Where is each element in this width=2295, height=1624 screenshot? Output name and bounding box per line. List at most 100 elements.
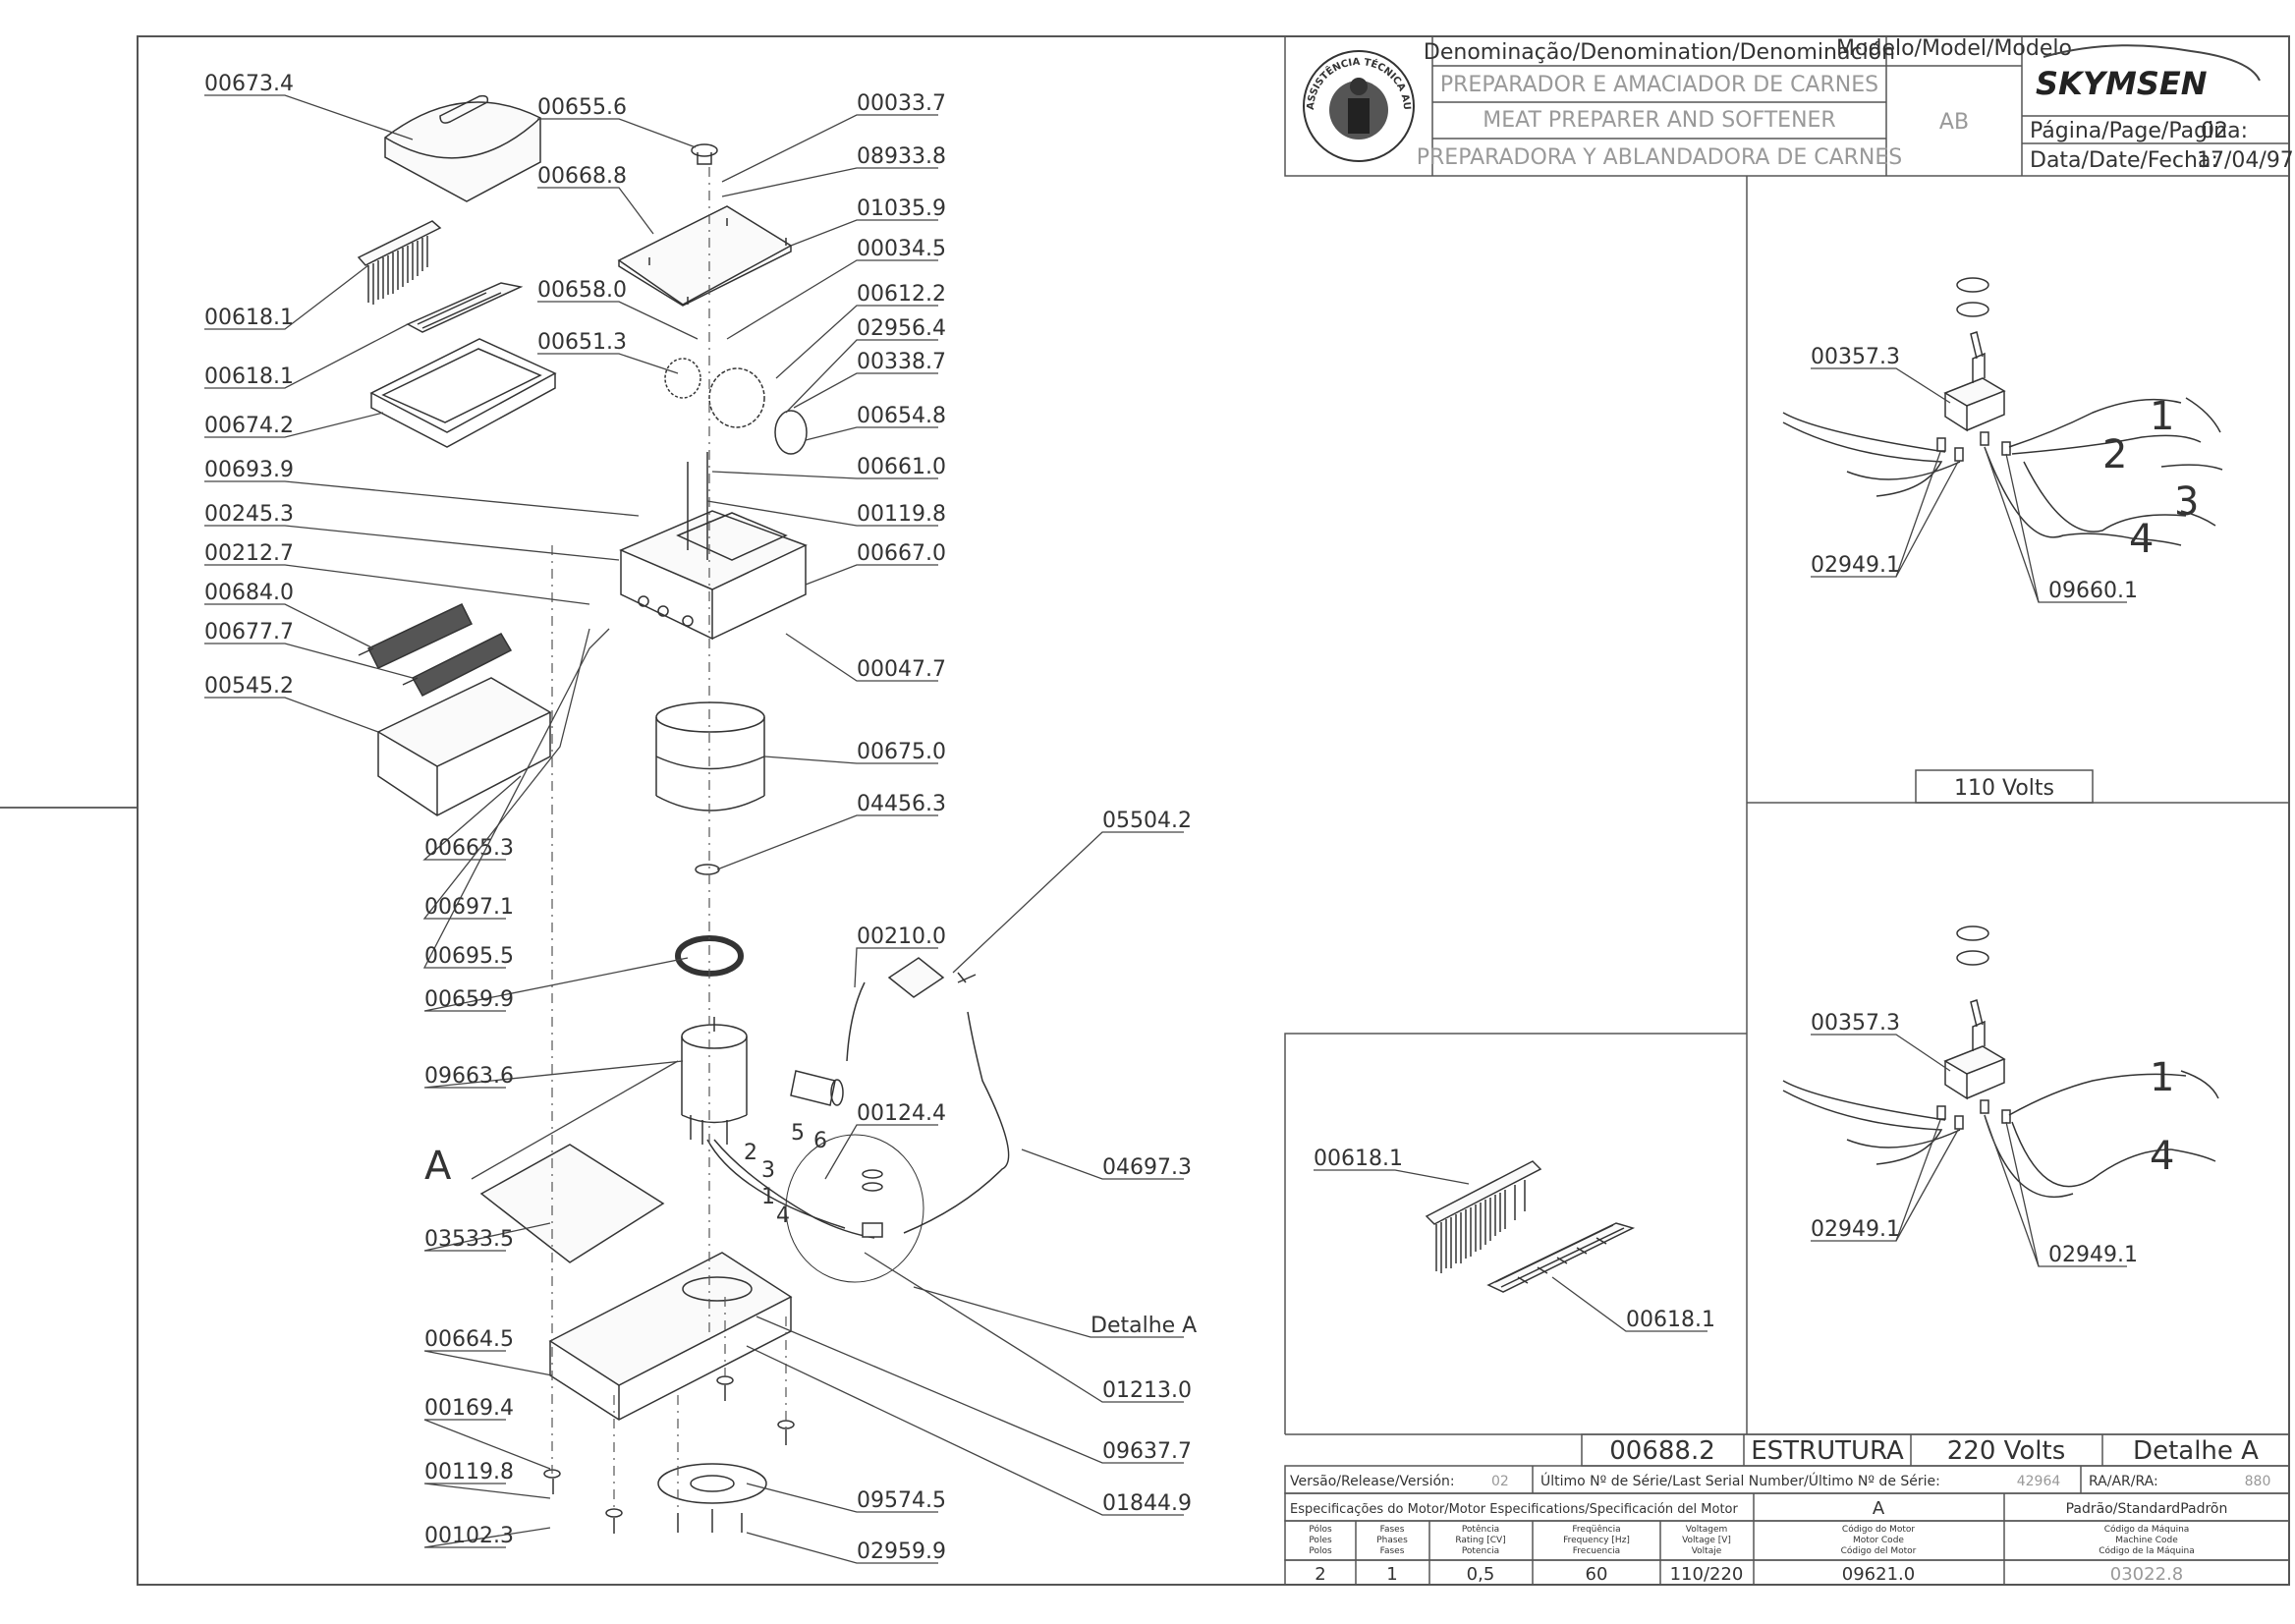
callout-leader	[422, 628, 610, 969]
part-label: 00119.8	[424, 1460, 514, 1484]
callout-leader	[537, 118, 697, 148]
callout-leader	[471, 1060, 679, 1180]
part-label: 09663.6	[424, 1064, 514, 1089]
part-label: 00338.7	[857, 350, 946, 374]
callout-leader	[726, 259, 938, 340]
col-a-label: A	[1873, 1498, 1885, 1519]
motor-spec-header: Frequency [Hz]	[1563, 1536, 1630, 1545]
part-label: 00119.8	[857, 502, 946, 527]
callout-leader	[537, 301, 699, 340]
detail-callout-leader	[1314, 1169, 1470, 1185]
page-label: Página/Page/Pagina:	[2030, 119, 2248, 143]
denomination-header: Denominação/Denomination/Denominación	[1424, 40, 1895, 65]
detail-callout-leader	[1811, 451, 1941, 578]
version-value: 02	[1491, 1474, 1509, 1489]
part-label: Detalhe A	[1091, 1314, 1197, 1338]
switch-110v-wire-numbers: 1 2 3 4	[2102, 394, 2199, 562]
part-label: 02959.9	[857, 1540, 946, 1564]
callout-leader	[711, 471, 938, 479]
callout-leader	[721, 167, 938, 197]
callout-leader	[716, 814, 938, 870]
callout-leader	[785, 633, 938, 682]
part-label: 00661.0	[857, 455, 946, 479]
part-label: 00673.4	[204, 72, 294, 96]
motor-spec-header: Frecuencia	[1573, 1546, 1620, 1556]
part-label: 00677.7	[204, 620, 294, 644]
callout-leader	[423, 1350, 553, 1376]
callout-leader	[746, 1483, 938, 1513]
motor-spec-header: Fases	[1380, 1546, 1405, 1556]
model-value: AB	[1939, 110, 1969, 135]
switch-220v	[1782, 925, 2219, 1199]
callout-leader	[952, 831, 1184, 974]
brand-name: SKYMSEN	[2036, 65, 2208, 102]
callout-leader	[854, 947, 938, 988]
detail-callouts: 00357.302949.109660.100357.302949.102949…	[1314, 345, 2138, 1332]
motor-spec-header: Poles	[1309, 1536, 1332, 1545]
part-label: 09574.5	[857, 1488, 946, 1513]
detail-part-label: 02949.1	[2048, 1243, 2138, 1267]
detail-part-label: 00357.3	[1811, 1011, 1900, 1036]
callout-leader	[805, 564, 938, 586]
date-label: Data/Date/Fecha:	[2030, 148, 2218, 173]
version-label: Versão/Release/Versión:	[1290, 1474, 1455, 1489]
wire-110-2: 2	[2102, 432, 2127, 477]
part-label: 00658.0	[537, 278, 627, 303]
motor-spec-value: 09621.0	[1842, 1564, 1915, 1585]
serial-label: Último Nº de Série/Last Serial Number/Úl…	[1540, 1472, 1940, 1489]
part-label: 00668.8	[537, 164, 627, 189]
part-label: 04456.3	[857, 792, 946, 816]
callout-leader	[746, 1345, 1184, 1516]
part-label: 01844.9	[1102, 1491, 1192, 1516]
motor-spec-header: Phases	[1376, 1536, 1408, 1545]
motor-spec-value: 0,5	[1467, 1564, 1495, 1585]
exploded-view	[357, 94, 1010, 1534]
wire-110-1: 1	[2150, 394, 2174, 439]
part-label: 00034.5	[857, 237, 946, 261]
name-pt: PREPARADOR E AMACIADOR DE CARNES	[1440, 73, 1878, 97]
callout-leader	[204, 94, 414, 140]
switch-220v-wire-numbers: 1 4	[2150, 1055, 2174, 1179]
detail-callout-leader	[1811, 367, 1951, 404]
motor-spec-header: Potência	[1462, 1524, 1499, 1535]
name-en: MEAT PREPARER AND SOFTENER	[1483, 108, 1835, 133]
motor-spec-header: Código da Máquina	[2104, 1524, 2190, 1535]
ra-label: RA/AR/RA:	[2089, 1474, 2158, 1489]
part-label: 00695.5	[424, 944, 514, 969]
callout-leader	[537, 187, 654, 235]
part-label: 00612.2	[857, 282, 946, 307]
wire-number-3: 3	[761, 1158, 775, 1183]
caption-110-volts: 110 Volts	[1954, 776, 2054, 801]
motor-spec-header: Potencia	[1462, 1546, 1499, 1556]
part-label: 00212.7	[204, 541, 294, 566]
part-label: 04697.3	[1102, 1155, 1192, 1180]
callout-leader	[706, 500, 938, 527]
callout-leader	[746, 1532, 938, 1564]
brand-logo: SKYMSEN	[2036, 44, 2261, 102]
callout-leader	[423, 1222, 551, 1252]
part-label: 00654.8	[857, 404, 946, 428]
wire-220-4: 4	[2150, 1134, 2174, 1179]
callout-leader	[204, 323, 409, 389]
part-label: 09637.7	[1102, 1439, 1192, 1464]
motor-spec-header: Código de la Máquina	[2099, 1545, 2195, 1556]
motor-spec-value: 2	[1315, 1564, 1325, 1585]
part-label: 00675.0	[857, 740, 946, 764]
callout-leader	[721, 114, 938, 183]
motor-spec-value: 1	[1386, 1564, 1397, 1585]
callout-leader	[805, 426, 938, 441]
part-label: 03533.5	[424, 1227, 514, 1252]
callout-leader	[423, 1527, 551, 1548]
callout-leader	[204, 480, 640, 517]
comb-detail	[1425, 1160, 1636, 1293]
motor-spec-header: Rating [CV]	[1455, 1536, 1505, 1545]
part-label: 08933.8	[857, 144, 946, 169]
motor-spec-value: 03022.8	[2110, 1564, 2183, 1585]
callout-leader	[204, 603, 374, 649]
part-label: 00667.0	[857, 541, 946, 566]
motor-spec-header: Machine Code	[2115, 1536, 2178, 1545]
callout-leader	[204, 525, 620, 561]
callout-leader	[423, 1483, 551, 1499]
